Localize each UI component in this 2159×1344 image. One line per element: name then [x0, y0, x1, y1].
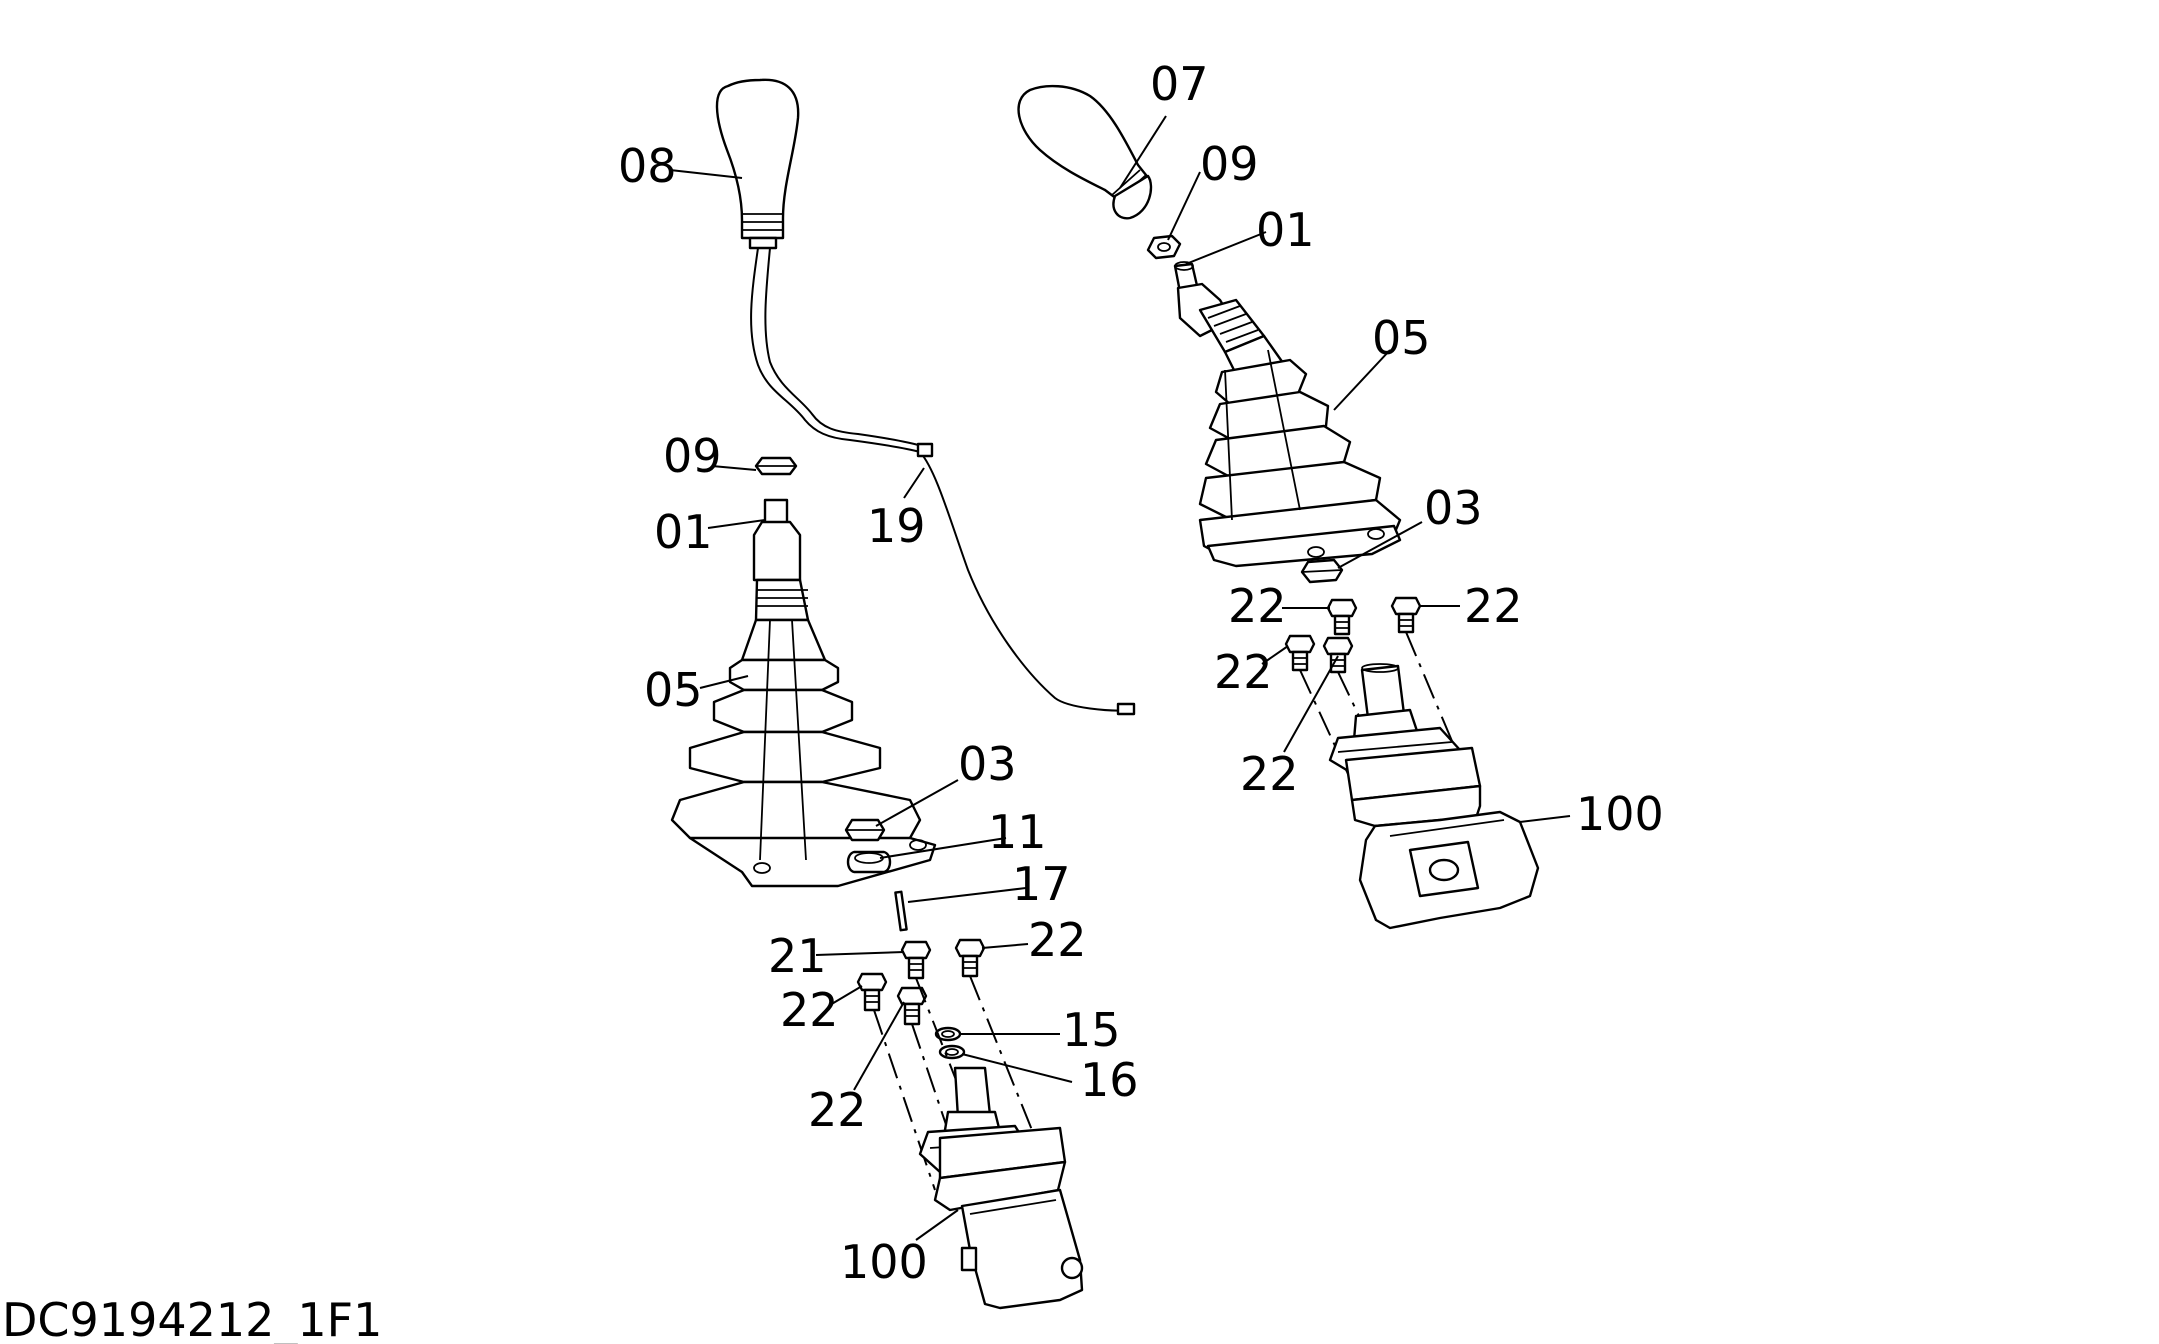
right-bolt-22-top-left [1326, 598, 1358, 636]
callout-left-05: 05 [644, 663, 703, 717]
left-cable-harness [750, 247, 1136, 716]
callout-left-09: 09 [663, 429, 722, 483]
right-nut-09 [1146, 234, 1182, 260]
left-boot-05 [670, 578, 937, 888]
right-bolt-22-lower [1322, 636, 1354, 674]
callout-right-05: 05 [1372, 311, 1431, 365]
right-nut-03 [1300, 558, 1344, 584]
left-nut-03 [844, 818, 886, 842]
callout-right-100: 100 [1576, 787, 1664, 841]
right-boot-05 [1198, 298, 1402, 568]
left-joystick-assembly: 08 09 01 19 05 03 11 17 21 22 22 22 15 1… [618, 78, 1139, 1310]
left-grip [715, 78, 800, 250]
callout-left-19: 19 [867, 499, 926, 553]
left-ring-16 [938, 1044, 966, 1060]
callout-left-22-lower: 22 [808, 1083, 867, 1137]
callout-right-22-lower: 22 [1240, 747, 1299, 801]
left-bolt-22-left [856, 972, 888, 1012]
right-joystick-assembly: 07 09 01 05 03 22 22 22 22 100 [1017, 57, 1664, 930]
left-bolt-22-right [954, 938, 986, 978]
left-washer-11 [846, 850, 892, 874]
callout-left-01: 01 [654, 505, 713, 559]
callout-right-03: 03 [1424, 481, 1483, 535]
callout-left-15: 15 [1062, 1003, 1121, 1057]
callout-left-16: 16 [1080, 1053, 1139, 1107]
right-bolt-22-mid-left [1284, 634, 1316, 672]
left-bolt-21 [900, 940, 932, 980]
callout-right-22-top-left: 22 [1228, 579, 1287, 633]
callout-right-07: 07 [1150, 57, 1209, 111]
callout-left-17: 17 [1012, 857, 1071, 911]
callout-left-22-right: 22 [1028, 913, 1087, 967]
left-pilot-valve-100 [918, 1066, 1084, 1310]
left-bolt-22-lower [896, 986, 928, 1026]
left-pin-17 [894, 890, 908, 932]
right-bolt-22-top-right [1390, 596, 1422, 634]
callout-left-21: 21 [768, 929, 827, 983]
left-lever-01 [752, 498, 802, 582]
callout-left-08: 08 [618, 139, 677, 193]
left-nut-09 [754, 456, 798, 476]
callout-right-01: 01 [1256, 203, 1315, 257]
drawing-number: DC9194212_1F1 [2, 1293, 382, 1344]
callout-right-09: 09 [1200, 137, 1259, 191]
callout-right-22-mid-left: 22 [1214, 645, 1273, 699]
callout-right-22-top-right: 22 [1464, 579, 1523, 633]
callout-left-100: 100 [840, 1235, 928, 1289]
right-pilot-valve-100 [1328, 663, 1540, 930]
callout-left-11: 11 [988, 805, 1047, 859]
right-grip [1017, 84, 1153, 220]
callout-left-03: 03 [958, 737, 1017, 791]
callout-left-22-left: 22 [780, 983, 839, 1037]
